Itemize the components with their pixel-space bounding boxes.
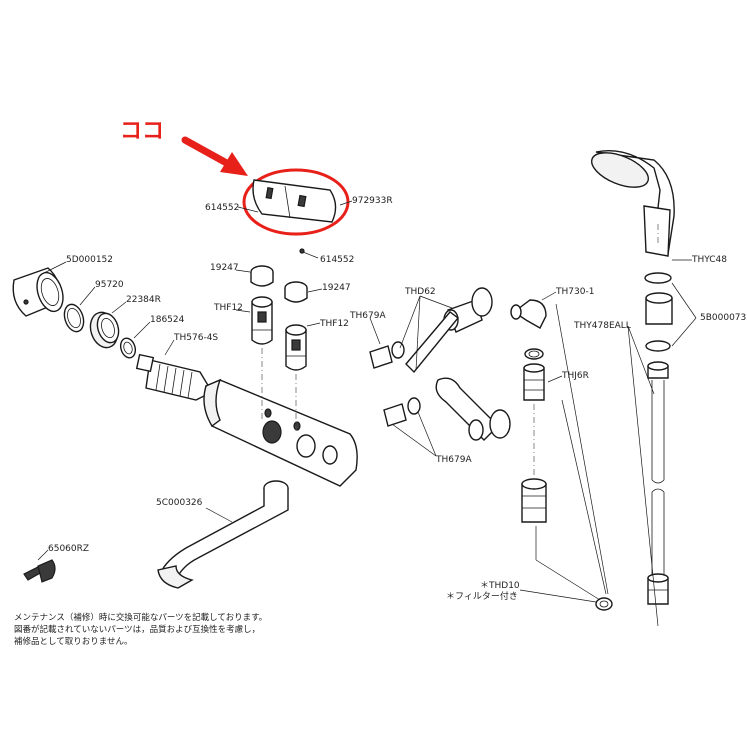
part-95720-ring (63, 303, 85, 333)
callout-arrow (181, 136, 248, 176)
label-5C000326: 5C000326 (156, 498, 203, 508)
part-THD62-upper (405, 287, 493, 374)
part-972933R-lever (252, 179, 337, 223)
part-elbow-TH730-1 (510, 299, 547, 329)
label-5D000152: 5D000152 (66, 255, 113, 265)
part-19247-left (250, 265, 274, 287)
part-THJ6R-connector (521, 348, 547, 523)
part-TH679A-lower (383, 377, 511, 441)
label-TH679A-b: TH679A (435, 455, 472, 465)
screw-614552-bottom (299, 248, 319, 259)
footnote-line-2: 図番が記載されていないパーツは，品質および互換性を考慮し， (14, 624, 260, 635)
label-TH576-4S: TH576-4S (173, 333, 218, 343)
label-filter-note: ＊フィルター付き (446, 591, 518, 602)
label-614552-a: 614552 (205, 203, 239, 213)
part-186524-ring (119, 337, 137, 359)
part-5B000073-coupling (644, 272, 673, 379)
part-filter-washer (595, 597, 613, 611)
part-22384R-nut (89, 311, 120, 349)
label-THD10: ＊THD10 (480, 581, 520, 591)
part-THF12-right (285, 324, 307, 371)
label-614552-b: 614552 (320, 255, 354, 265)
label-THY478EALL: THY478EALL (573, 321, 631, 331)
faucet-body (203, 378, 358, 487)
label-THF12-a: THF12 (213, 303, 243, 313)
screw-614552-left (237, 206, 259, 213)
label-THF12-b: THF12 (319, 319, 349, 329)
part-5D000152-cap (12, 267, 64, 317)
label-22384R: 22384R (126, 295, 161, 305)
footnote-line-3: 補修品として取りおりません。 (14, 636, 133, 647)
label-186524: 186524 (150, 315, 185, 325)
part-19247-right (284, 281, 308, 303)
part-THY478EALL-hose (647, 380, 669, 605)
footnote-line-1: メンテナンス（補修）時に交換可能なパーツを記載しております。 (14, 612, 267, 623)
part-65060RZ-key (23, 559, 56, 583)
label-5B000073: 5B000073 (700, 313, 746, 323)
label-95720: 95720 (95, 280, 124, 290)
part-5C000326-spout (157, 480, 289, 589)
label-THJ6R: THJ6R (561, 371, 589, 381)
part-THF12-left (251, 296, 273, 345)
label-972933R: 972933R (352, 196, 393, 206)
label-TH679A-a: TH679A (349, 311, 386, 321)
label-THD62: THD62 (404, 287, 436, 297)
part-TH679A-upper (369, 341, 405, 369)
part-THYC48-shower-head (590, 150, 675, 257)
callout-text: ココ (120, 119, 164, 144)
label-19247-b: 19247 (322, 283, 351, 293)
label-65060RZ: 65060RZ (48, 544, 89, 554)
label-THYC48: THYC48 (691, 255, 727, 265)
label-19247-a: 19247 (210, 263, 239, 273)
part-TH576-4S-cartridge (135, 353, 213, 401)
label-TH730-1: TH730-1 (555, 287, 594, 297)
